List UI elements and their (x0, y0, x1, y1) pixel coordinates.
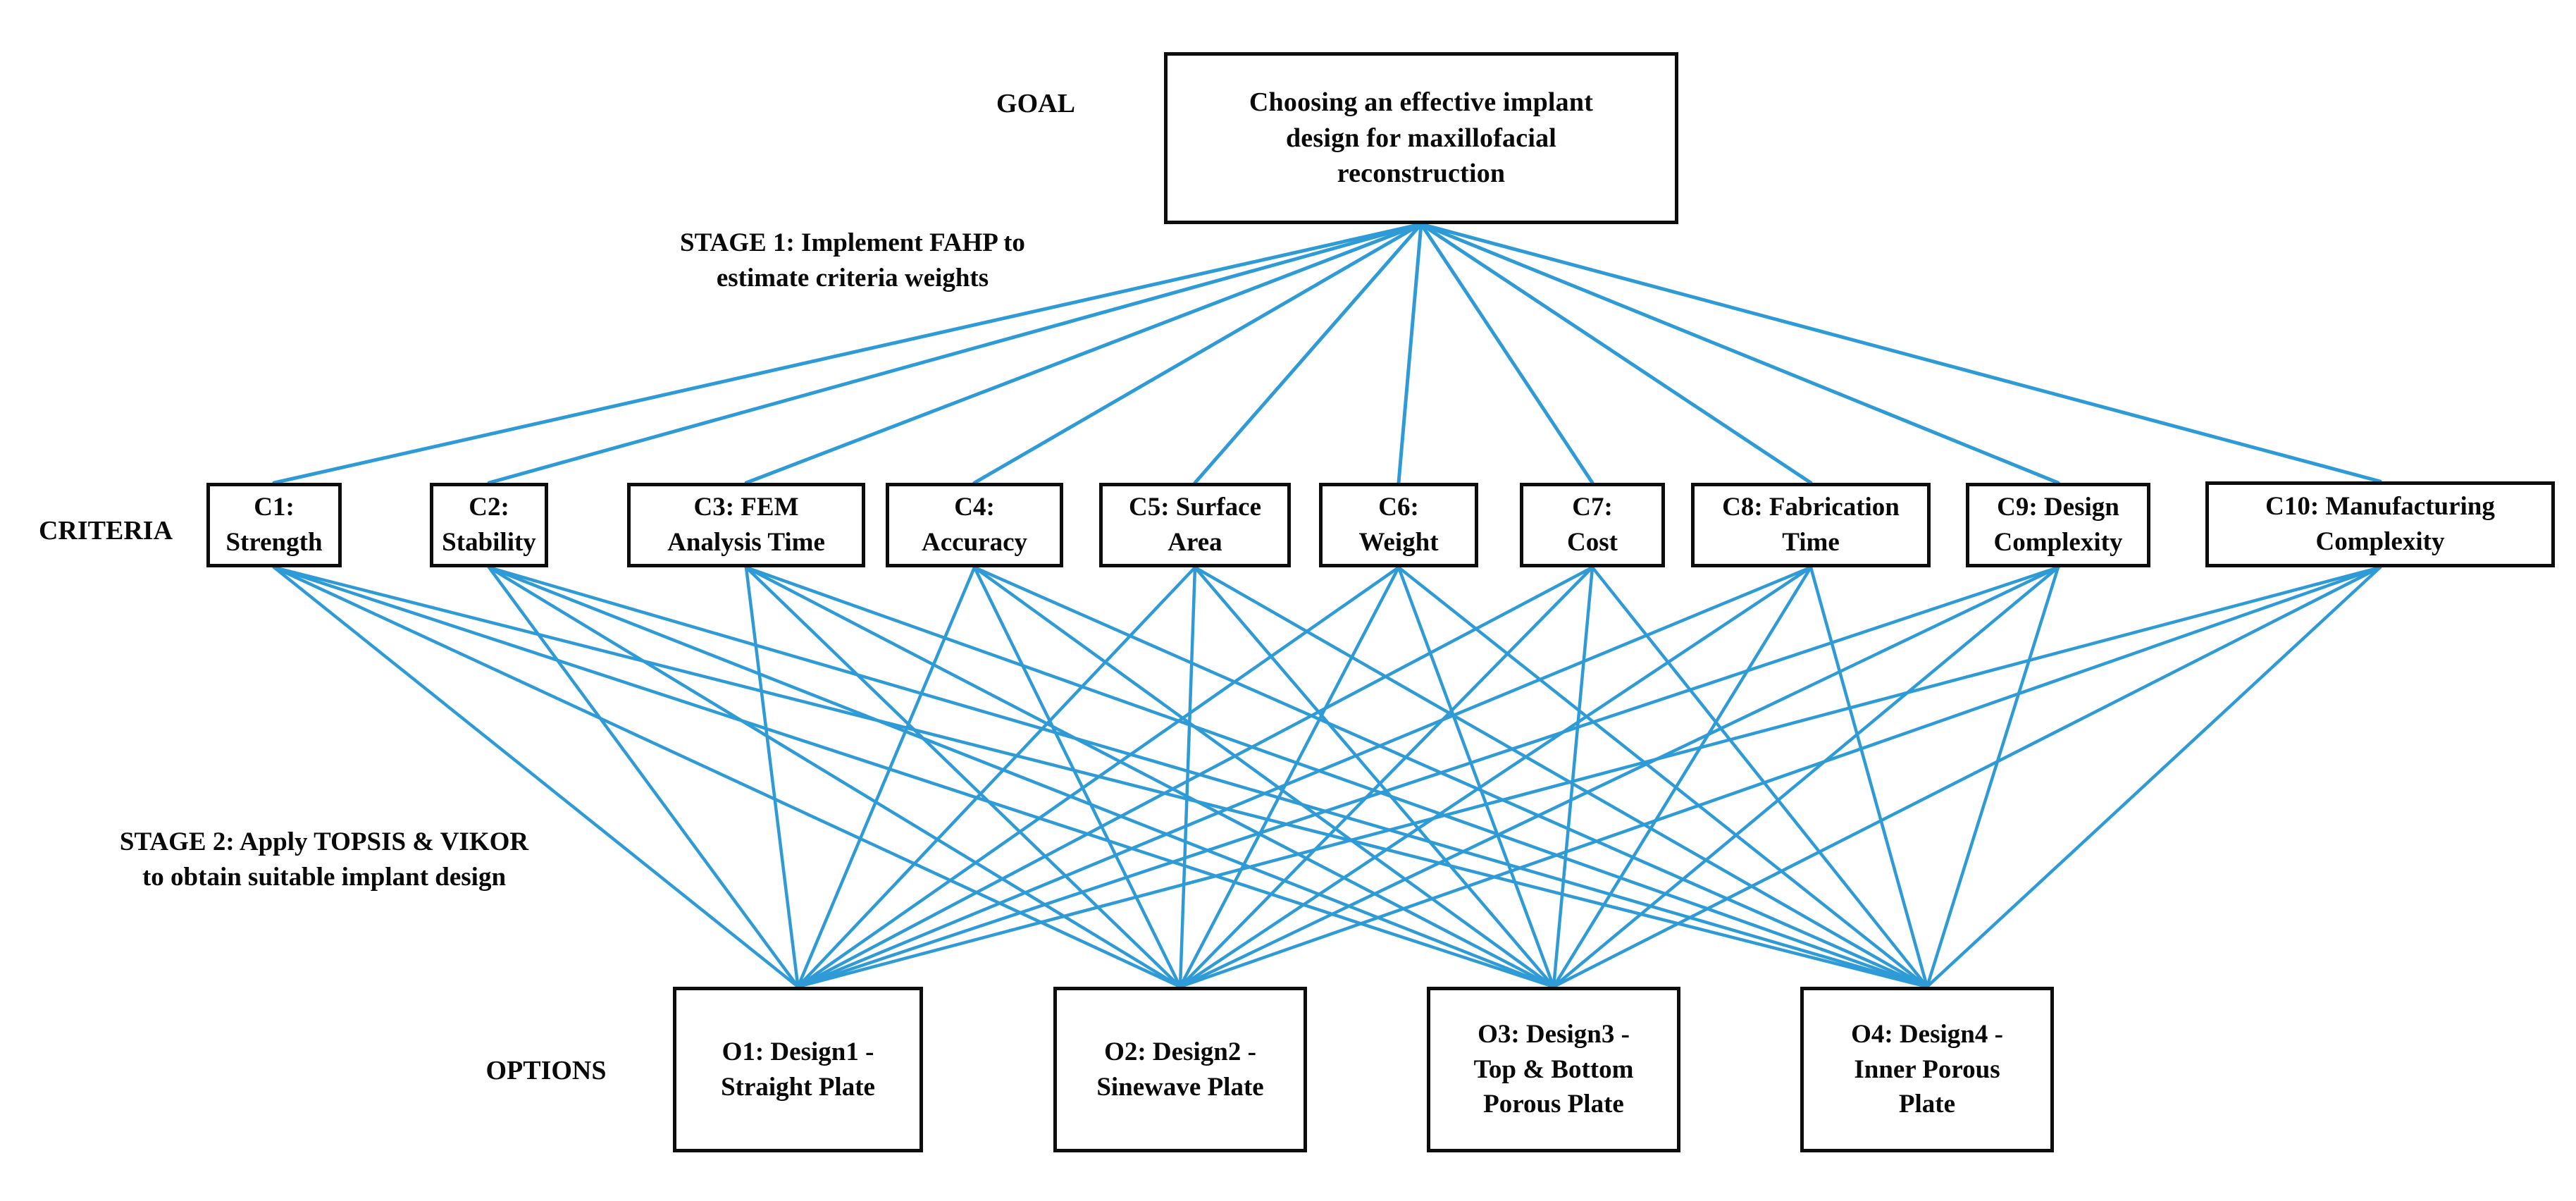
option-node-o2[interactable]: O2: Design2 - Sinewave Plate (1053, 987, 1307, 1152)
edge-c6-to-o1 (796, 565, 1401, 989)
edge-c4-to-o2 (972, 565, 1182, 989)
edge-goal-to-c7 (1419, 222, 1594, 485)
edge-c5-to-o2 (1178, 565, 1197, 989)
edge-c7-to-o2 (1178, 565, 1594, 989)
edge-c8-to-o1 (796, 565, 1813, 989)
edge-goal-to-c5 (1193, 222, 1423, 485)
goal-node[interactable]: Choosing an effective implant design for… (1164, 52, 1678, 224)
criterion-node-c10[interactable]: C10: Manufacturing Complexity (2205, 481, 2555, 567)
option-node-label: O3: Design3 - Top & Bottom Porous Plate (1473, 1020, 1634, 1119)
criterion-node-c5[interactable]: C5: Surface Area (1099, 483, 1291, 567)
criterion-node-label: C10: Manufacturing Complexity (2265, 492, 2495, 556)
criterion-node-label: C6: Weight (1358, 493, 1439, 557)
edge-c8-to-o2 (1178, 565, 1813, 989)
criterion-node-c2[interactable]: C2: Stability (430, 483, 548, 567)
level-label-criteria: CRITERIA (38, 516, 173, 546)
criterion-node-label: C2: Stability (442, 493, 536, 557)
edge-c3-to-o4 (744, 565, 1929, 989)
edge-c5-to-o1 (796, 565, 1197, 989)
option-node-o3[interactable]: O3: Design3 - Top & Bottom Porous Plate (1427, 987, 1680, 1152)
edge-c3-to-o2 (744, 565, 1182, 989)
edge-c9-to-o2 (1178, 565, 2060, 989)
edge-c7-to-o1 (796, 565, 1594, 989)
criterion-node-c9[interactable]: C9: Design Complexity (1966, 483, 2150, 567)
edge-goal-to-c8 (1419, 222, 1813, 485)
level-label-options: OPTIONS (485, 1056, 607, 1085)
option-node-o4[interactable]: O4: Design4 - Inner Porous Plate (1800, 987, 2054, 1152)
criterion-node-c3[interactable]: C3: FEM Analysis Time (627, 483, 865, 567)
criterion-node-c7[interactable]: C7: Cost (1520, 483, 1665, 567)
criterion-node-label: C7: Cost (1567, 493, 1618, 557)
edge-c4-to-o4 (972, 565, 1929, 989)
criterion-node-label: C4: Accuracy (922, 493, 1027, 557)
edge-c10-to-o3 (1552, 565, 2382, 989)
goal-node-label: Choosing an effective implant design for… (1249, 87, 1594, 189)
edge-goal-to-c9 (1419, 222, 2060, 485)
edge-c9-to-o4 (1925, 565, 2060, 989)
edge-c10-to-o1 (796, 565, 2382, 989)
criterion-node-label: C8: Fabrication Time (1722, 493, 1900, 557)
criterion-node-label: C5: Surface Area (1128, 493, 1262, 557)
option-node-label: O4: Design4 - Inner Porous Plate (1851, 1020, 2003, 1119)
edge-c4-to-o1 (796, 565, 977, 989)
edge-c3-to-o1 (744, 565, 800, 989)
edge-c6-to-o4 (1397, 565, 1929, 989)
edge-c6-to-o2 (1178, 565, 1401, 989)
edge-c2-to-o4 (487, 565, 1929, 989)
edge-c6-to-o3 (1397, 565, 1556, 989)
edge-c8-to-o4 (1809, 565, 1929, 989)
edge-c7-to-o4 (1590, 565, 1929, 989)
option-node-o1[interactable]: O1: Design1 - Straight Plate (673, 987, 923, 1152)
edge-c3-to-o3 (744, 565, 1556, 989)
edge-c5-to-o4 (1193, 565, 1929, 989)
edge-c10-to-o2 (1178, 565, 2382, 989)
edge-c1-to-o3 (272, 565, 1556, 989)
criterion-node-c4[interactable]: C4: Accuracy (886, 483, 1063, 567)
edge-c4-to-o3 (972, 565, 1556, 989)
edge-c9-to-o3 (1552, 565, 2060, 989)
edge-goal-to-c6 (1397, 222, 1423, 485)
level-label-goal: GOAL (996, 89, 1075, 118)
edge-c1-to-o2 (272, 565, 1182, 989)
option-node-label: O2: Design2 - Sinewave Plate (1096, 1037, 1264, 1102)
edge-c1-to-o1 (272, 565, 800, 989)
stage-1-label: STAGE 1: Implement FAHP to estimate crit… (680, 228, 1025, 292)
edge-c5-to-o3 (1193, 565, 1556, 989)
criterion-node-label: C9: Design Complexity (1993, 493, 2123, 557)
criterion-node-label: C1: Strength (225, 493, 323, 557)
edge-c1-to-o4 (272, 565, 1929, 989)
option-node-label: O1: Design1 - Straight Plate (721, 1037, 875, 1102)
edge-c8-to-o3 (1552, 565, 1813, 989)
edge-c7-to-o3 (1552, 565, 1594, 989)
edge-c2-to-o1 (487, 565, 800, 989)
criterion-node-c1[interactable]: C1: Strength (206, 483, 342, 567)
criterion-node-label: C3: FEM Analysis Time (667, 493, 825, 557)
edge-goal-to-c10 (1419, 222, 2382, 484)
edge-c2-to-o3 (487, 565, 1556, 989)
criterion-node-c6[interactable]: C6: Weight (1319, 483, 1478, 567)
edge-c2-to-o2 (487, 565, 1182, 989)
stage-2-label: STAGE 2: Apply TOPSIS & VIKOR to obtain … (119, 827, 529, 892)
edge-c10-to-o4 (1925, 565, 2382, 989)
edge-c9-to-o1 (796, 565, 2060, 989)
criterion-node-c8[interactable]: C8: Fabrication Time (1691, 483, 1931, 567)
